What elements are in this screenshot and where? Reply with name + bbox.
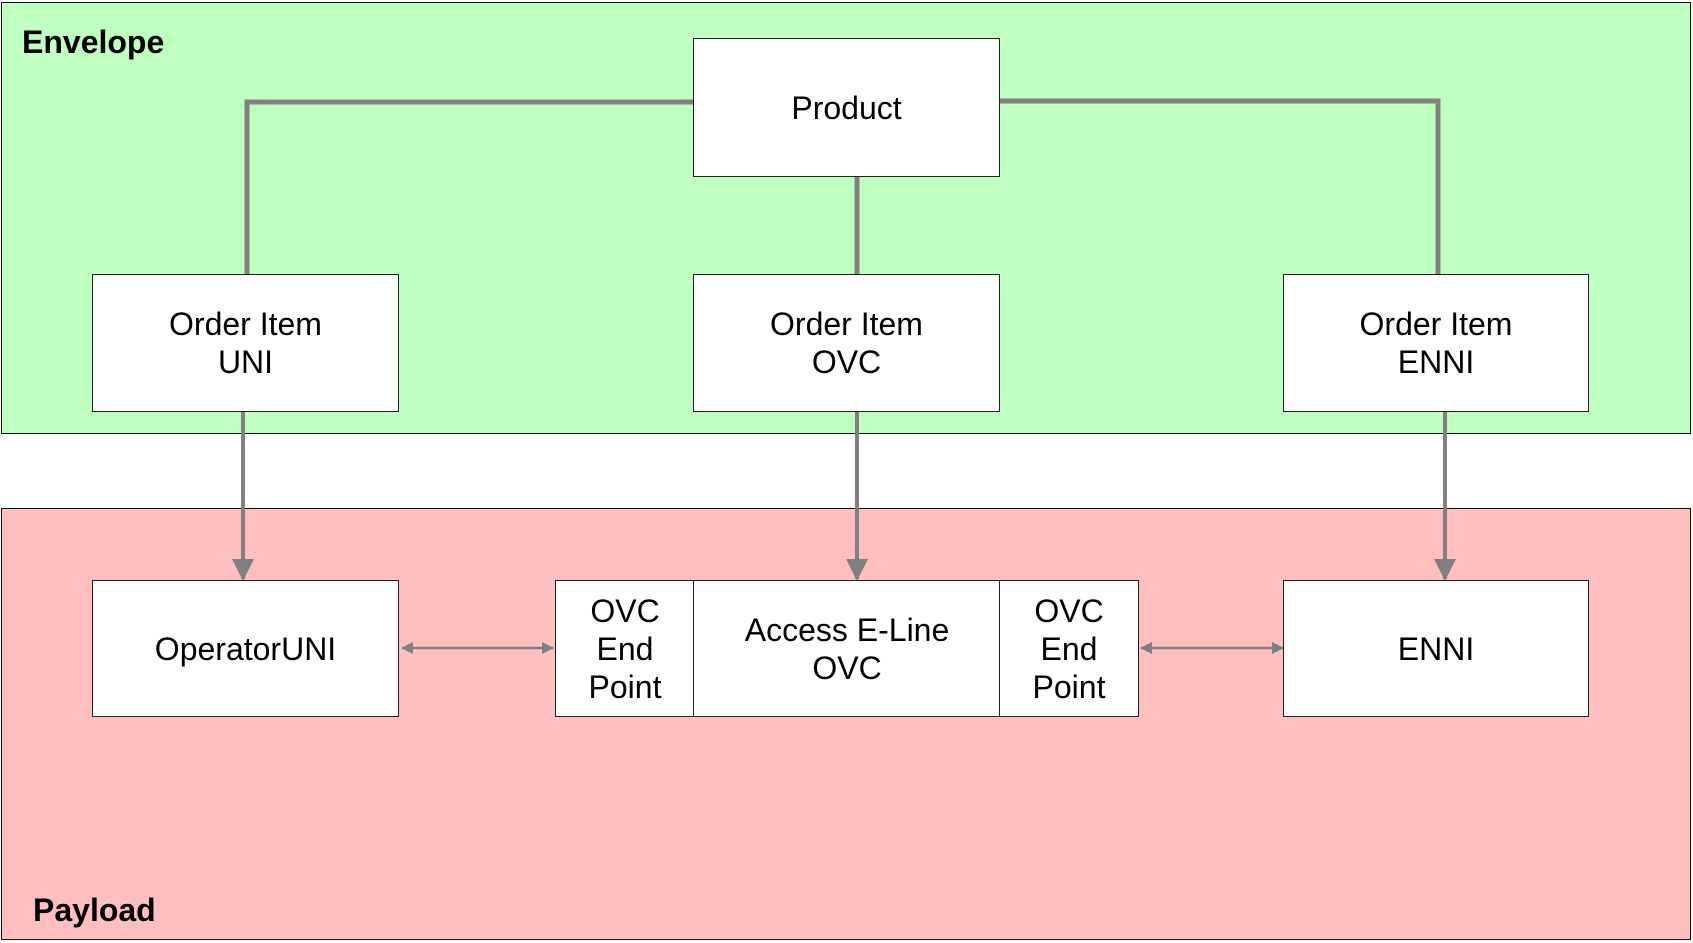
- access-eline-ovc-label: Access E-Line OVC: [744, 611, 950, 686]
- access-eline-ovc-box: Access E-Line OVC: [693, 580, 1001, 717]
- order-item-uni-label: Order Item UNI: [169, 306, 322, 380]
- enni-box: ENNI: [1283, 580, 1589, 717]
- link-product-to-order-item-uni: [244, 99, 697, 276]
- ovc-end-point-left-box: OVC End Point: [555, 580, 695, 717]
- operator-uni-label: OperatorUNI: [154, 630, 337, 667]
- operator-uni-box: OperatorUNI: [92, 580, 399, 717]
- order-item-uni-box: Order Item UNI: [92, 274, 399, 412]
- link-product-to-order-item-enni: [999, 98, 1441, 276]
- envelope-label: Envelope: [22, 24, 165, 60]
- ovc-end-point-left-label: OVC End Point: [588, 592, 662, 705]
- order-item-ovc-label: Order Item OVC: [770, 306, 923, 380]
- ovc-end-point-right-label: OVC End Point: [1032, 592, 1106, 705]
- payload-label: Payload: [33, 892, 156, 928]
- product-label: Product: [791, 89, 902, 126]
- enni-label: ENNI: [1397, 630, 1475, 667]
- order-item-enni-label: Order Item ENNI: [1359, 306, 1513, 380]
- ovc-end-point-right-box: OVC End Point: [999, 580, 1139, 717]
- product-box: Product: [693, 38, 1000, 177]
- order-item-enni-box: Order Item ENNI: [1283, 274, 1589, 412]
- order-item-ovc-box: Order Item OVC: [693, 274, 1000, 412]
